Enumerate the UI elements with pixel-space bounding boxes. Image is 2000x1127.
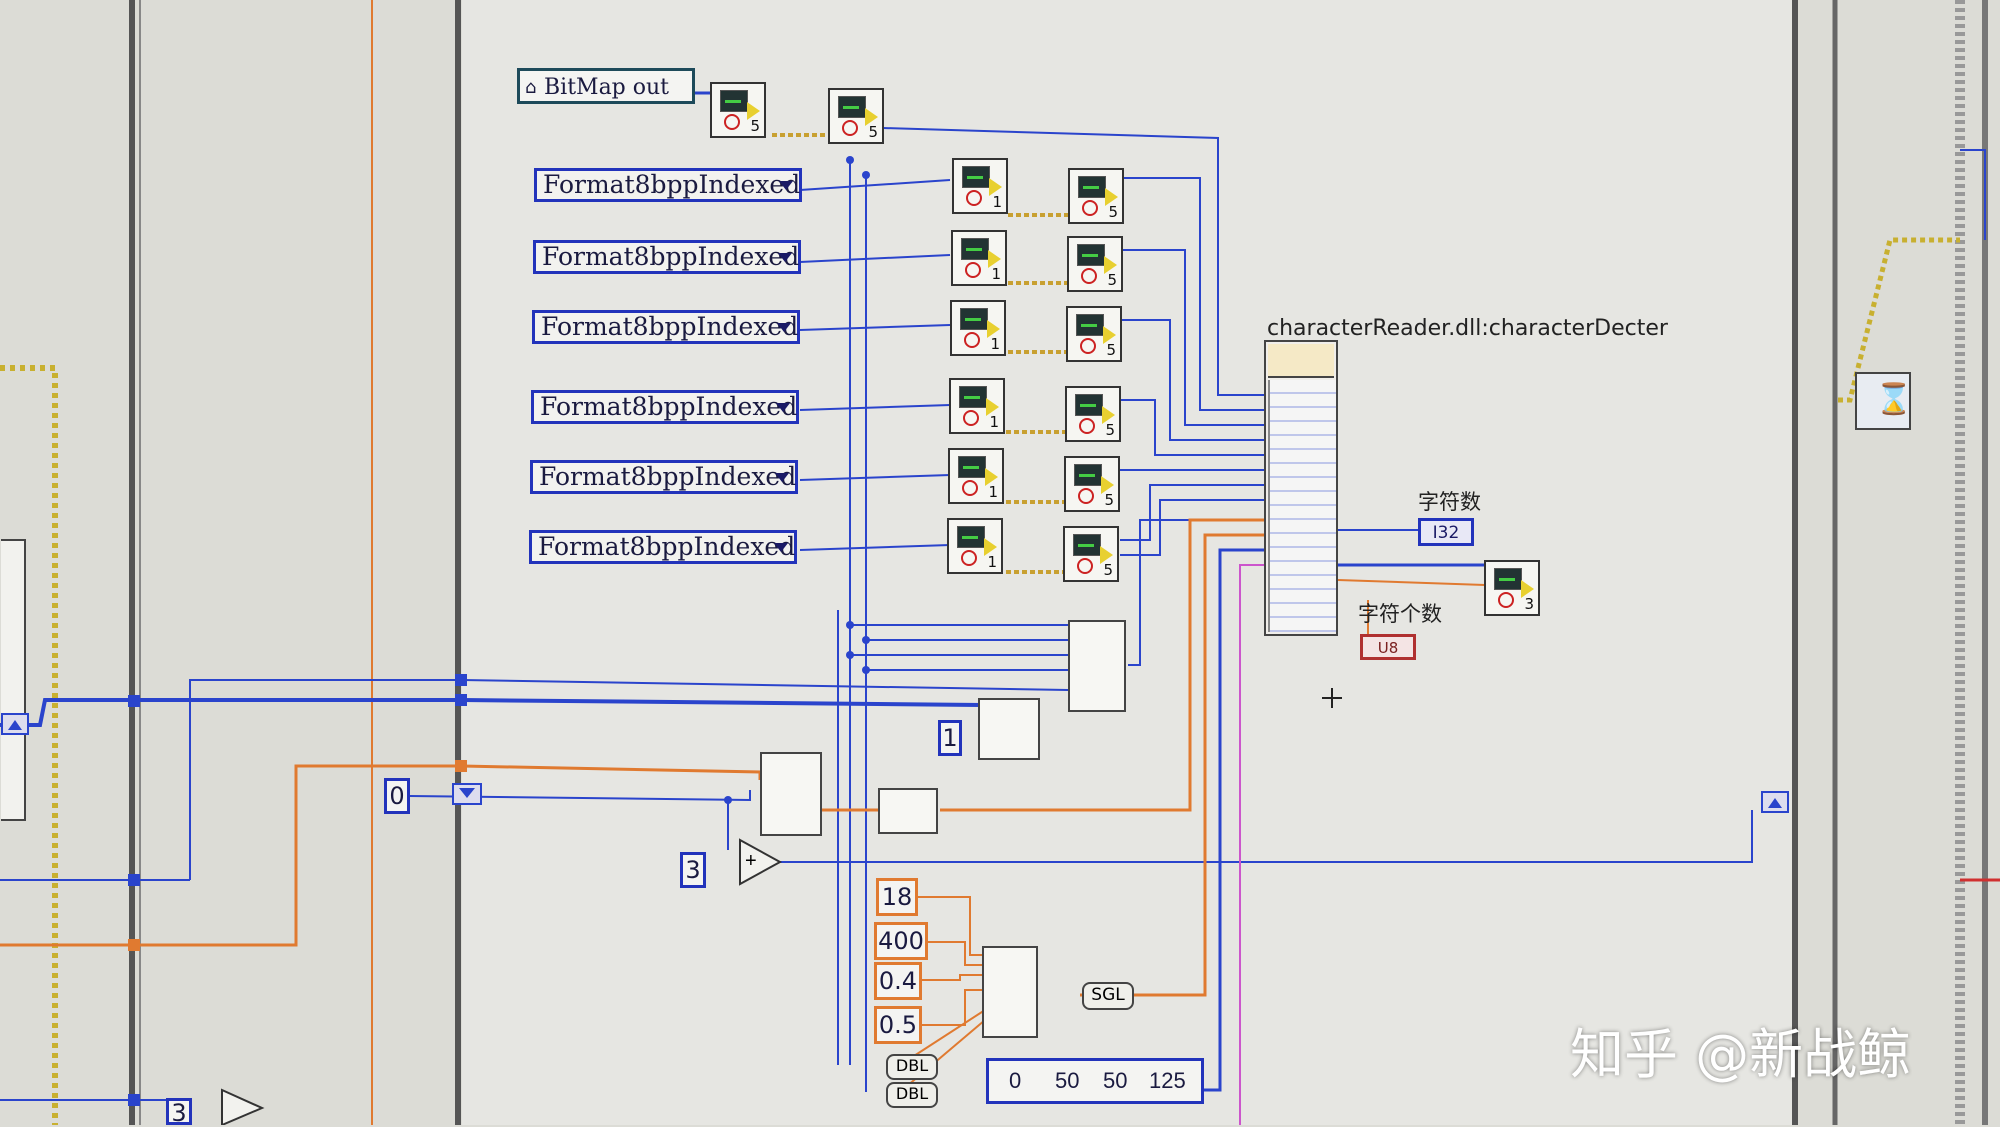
- char-total-indicator[interactable]: U8: [1360, 634, 1416, 660]
- constant-0-5[interactable]: 0.5: [874, 1006, 922, 1044]
- subvi-left-2[interactable]: 1: [951, 230, 1007, 286]
- array-index-display[interactable]: 0: [1009, 1068, 1022, 1093]
- subvi-top-a[interactable]: 5: [710, 82, 766, 138]
- char-count-indicator[interactable]: I32: [1418, 518, 1474, 546]
- subvi-top-b[interactable]: 5: [828, 88, 884, 144]
- dll-call-library-node[interactable]: [1264, 340, 1338, 636]
- dll-icon: [1268, 344, 1334, 378]
- bitmap-out-control[interactable]: ⌂ BitMap out: [517, 68, 695, 104]
- subvi-left-6[interactable]: 1: [947, 518, 1003, 574]
- char-count-label: 字符数: [1418, 490, 1481, 514]
- hourglass-icon: ⌛: [1875, 383, 1913, 416]
- char-total-label: 字符个数: [1358, 602, 1442, 626]
- constant-0-4[interactable]: 0.4: [874, 962, 922, 1000]
- constant-three-divide[interactable]: 3: [166, 1098, 192, 1125]
- array-element-3[interactable]: 125: [1149, 1068, 1186, 1093]
- enum-format-2[interactable]: Format8bppIndexed: [533, 240, 801, 274]
- subvi-right-2[interactable]: 5: [1067, 236, 1123, 292]
- enum-format-3[interactable]: Format8bppIndexed: [532, 310, 800, 344]
- subvi-right-5[interactable]: 5: [1064, 456, 1120, 512]
- add-function-label: +: [745, 850, 757, 872]
- array-subset-node[interactable]: [760, 752, 822, 836]
- build-array-node[interactable]: [1068, 620, 1126, 712]
- constant-zero[interactable]: 0: [384, 778, 410, 814]
- array-element-2[interactable]: 50: [1103, 1068, 1128, 1093]
- constant-three-add[interactable]: 3: [680, 852, 706, 888]
- bundle-cluster-node[interactable]: [982, 946, 1038, 1038]
- subvi-right-4[interactable]: 5: [1065, 386, 1121, 442]
- wait-timer-icon[interactable]: ⌛: [1855, 372, 1913, 430]
- array-constant[interactable]: 0 50 50 125: [986, 1058, 1204, 1104]
- bundle-array-node[interactable]: [878, 788, 938, 834]
- subvi-left-1[interactable]: 1: [952, 158, 1008, 214]
- array-element-1[interactable]: 50: [1055, 1068, 1080, 1093]
- index-array-node[interactable]: [978, 698, 1040, 760]
- constant-one[interactable]: 1: [938, 720, 962, 756]
- subvi-right-3[interactable]: 5: [1066, 306, 1122, 362]
- subvi-output[interactable]: 3: [1484, 560, 1540, 616]
- watermark: 知乎 @新战鲸: [1570, 1023, 1912, 1086]
- constant-400[interactable]: 400: [874, 922, 928, 960]
- dbl-conversion-node-2[interactable]: DBL: [886, 1082, 938, 1108]
- subvi-right-6[interactable]: 5: [1063, 526, 1119, 582]
- subvi-left-4[interactable]: 1: [949, 378, 1005, 434]
- enum-format-6[interactable]: Format8bppIndexed: [529, 530, 797, 564]
- enum-format-1[interactable]: Format8bppIndexed: [534, 168, 802, 202]
- constant-18[interactable]: 18: [876, 878, 918, 916]
- subvi-left-5[interactable]: 1: [948, 448, 1004, 504]
- bitmap-out-label: BitMap out: [544, 75, 670, 100]
- enum-format-4[interactable]: Format8bppIndexed: [531, 390, 799, 424]
- subvi-right-1[interactable]: 5: [1068, 168, 1124, 224]
- dll-node-title: characterReader.dll:characterDecter: [1267, 316, 1668, 341]
- subvi-left-3[interactable]: 1: [950, 300, 1006, 356]
- home-icon: ⌂: [525, 77, 537, 98]
- dbl-conversion-node-1[interactable]: DBL: [886, 1054, 938, 1080]
- enum-format-5[interactable]: Format8bppIndexed: [530, 460, 798, 494]
- dll-terminals: [1268, 380, 1336, 632]
- sgl-conversion-node[interactable]: SGL: [1082, 982, 1134, 1010]
